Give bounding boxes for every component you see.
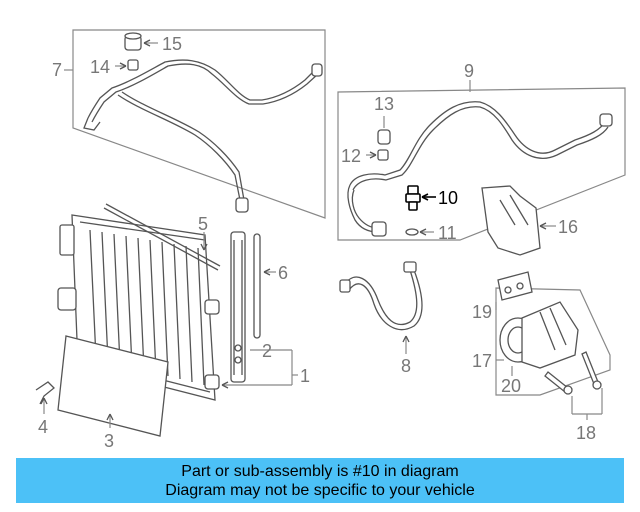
callout-5: 5 (198, 214, 208, 234)
ac-hose-7 (87, 59, 316, 119)
callout-17: 17 (472, 351, 492, 371)
bracket-part-19 (497, 271, 533, 301)
seal-part-5: 5 (103, 203, 221, 271)
heat-shield-part-16: 16 (481, 185, 578, 256)
hose-part-8: 8 (339, 261, 423, 376)
shield-part-3: 3 (57, 335, 169, 451)
group-box-7 (72, 29, 326, 219)
callout-1: 1 (300, 366, 310, 386)
compressor-group: 19 20 17 (472, 271, 611, 396)
group-box-17 (495, 287, 611, 396)
banner-line-2: Diagram may not be specific to your vehi… (165, 481, 475, 499)
callout-14: 14 (90, 57, 110, 77)
valve-core-part-14 (127, 59, 139, 71)
ac-line-9 (349, 101, 606, 186)
callout-18: 18 (576, 423, 596, 443)
o-ring-part-11 (405, 228, 419, 236)
callout-8: 8 (401, 356, 411, 376)
callout-16: 16 (558, 217, 578, 237)
callout-3: 3 (104, 431, 114, 451)
receiver-drier-part-2: 2 (230, 231, 292, 383)
callout-10: 10 (438, 188, 458, 208)
footer-banner: Part or sub-assembly is #10 in diagram D… (16, 458, 624, 503)
callout-20: 20 (501, 376, 521, 396)
callout-7: 7 (52, 60, 62, 80)
callout-4: 4 (38, 417, 48, 437)
hose-assembly-9-group: 9 13 12 11 (337, 61, 626, 243)
callout-13: 13 (374, 94, 394, 114)
cap-part-13 (377, 129, 391, 145)
hose-assembly-7-group: 7 15 14 (52, 29, 326, 219)
callout-15: 15 (162, 34, 182, 54)
callout-9: 9 (464, 61, 474, 81)
callout-11: 11 (438, 223, 457, 243)
group-box-9 (337, 87, 626, 241)
callout-19: 19 (472, 302, 492, 322)
pressure-switch-part-10[interactable]: 10 (405, 185, 458, 211)
banner-line-1: Part or sub-assembly is #10 in diagram (181, 462, 459, 480)
bracket-part-4: 4 (35, 381, 55, 437)
callout-6: 6 (278, 263, 288, 283)
callout-12: 12 (341, 146, 361, 166)
seal-part-6: 6 (253, 233, 288, 339)
bolts-part-18: 18 (544, 351, 603, 443)
valve-core-part-12 (377, 149, 389, 161)
callout-2: 2 (262, 341, 272, 361)
